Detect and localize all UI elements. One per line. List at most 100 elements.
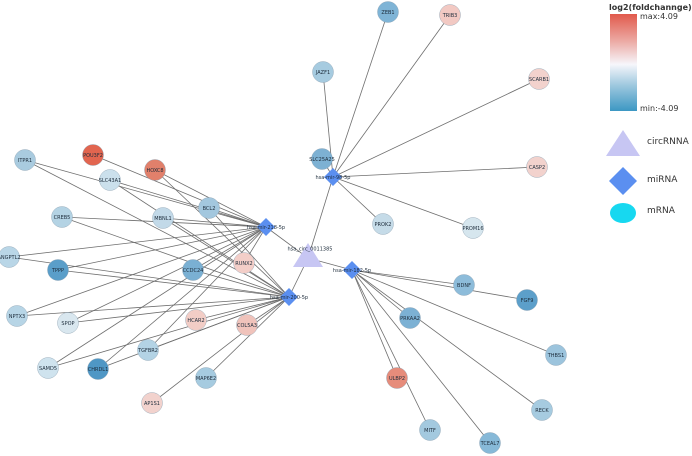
mrna-node[interactable]: ZEB1 bbox=[377, 1, 399, 23]
edge-mirna-mrna bbox=[351, 269, 411, 319]
mrna-node[interactable]: SAMD5 bbox=[37, 357, 59, 379]
mrna-node[interactable]: HCAR2 bbox=[185, 309, 207, 331]
edge-mirna-mrna bbox=[47, 226, 267, 369]
mrna-node[interactable]: HOXC8 bbox=[144, 159, 166, 181]
legend-title: log2(foldchannge) bbox=[609, 3, 692, 12]
mrna-node-circle bbox=[141, 392, 163, 414]
mrna-node-label: RUNX2 bbox=[235, 261, 252, 267]
mrna-node-label: SCARB1 bbox=[529, 77, 549, 83]
mrna-node[interactable]: CCDC24 bbox=[182, 259, 204, 281]
edge-mirna-mrna bbox=[8, 226, 267, 258]
mrna-node[interactable]: ULBP2 bbox=[386, 367, 408, 389]
mrna-node[interactable]: ANGPTL2 bbox=[0, 246, 21, 268]
mirna-node[interactable]: hsa-mir-218-5p bbox=[247, 218, 285, 236]
edge-mirna-mrna bbox=[351, 269, 465, 286]
mrna-node-circle bbox=[14, 149, 36, 171]
mrna-node[interactable]: TGFBR2 bbox=[137, 339, 159, 361]
mrna-node[interactable]: FGF9 bbox=[516, 289, 538, 311]
edge-mirna-mrna bbox=[61, 216, 290, 298]
mrna-node-circle bbox=[236, 314, 258, 336]
mrna-node[interactable]: SPOP bbox=[57, 312, 79, 334]
mrna-node[interactable]: POU3F2 bbox=[82, 144, 104, 166]
mrna-node[interactable]: CREB5 bbox=[51, 206, 73, 228]
mrna-node[interactable]: PROM16 bbox=[462, 217, 484, 239]
mrna-node[interactable]: RECK bbox=[531, 399, 553, 421]
edge-mirna-mrna bbox=[97, 226, 267, 370]
mrna-node[interactable]: RUNX2 bbox=[233, 252, 255, 274]
mrna-node[interactable]: BDNF bbox=[453, 274, 475, 296]
mirna-node[interactable]: hsa-mir-182-5p bbox=[333, 261, 371, 279]
mrna-node[interactable]: NPTX3 bbox=[6, 305, 28, 327]
edge-mirna-mrna bbox=[351, 269, 398, 379]
mrna-node-label: RECK bbox=[535, 408, 549, 414]
mrna-node-circle bbox=[531, 399, 553, 421]
edge-mirna-mrna bbox=[151, 296, 290, 404]
edge-mirna-mrna bbox=[192, 269, 290, 298]
circrna-triangle bbox=[293, 243, 323, 267]
mrna-node-circle bbox=[479, 432, 501, 454]
mrna-node[interactable]: CHRDL1 bbox=[87, 358, 109, 380]
circrna-node[interactable]: hsa_circ_0011385 bbox=[288, 243, 333, 267]
mrna-node[interactable]: TCEAL7 bbox=[479, 432, 501, 454]
mrna-node-label: HOXC8 bbox=[146, 168, 163, 174]
mrna-node-label: MITF bbox=[424, 428, 436, 434]
mrna-node[interactable]: MAP6E2 bbox=[195, 367, 217, 389]
edge-mirna-mrna bbox=[16, 226, 267, 317]
mrna-node[interactable]: MBNL1 bbox=[152, 207, 174, 229]
mrna-node-label: FGF9 bbox=[521, 298, 534, 304]
mrna-node-label: BDNF bbox=[457, 283, 471, 289]
mrna-node-circle bbox=[462, 217, 484, 239]
mrna-node[interactable]: MITF bbox=[419, 419, 441, 441]
mrna-node-circle bbox=[99, 169, 121, 191]
legend-diamond-icon bbox=[609, 167, 637, 195]
mrna-node-circle bbox=[152, 207, 174, 229]
mrna-node[interactable]: BCL2 bbox=[198, 197, 220, 219]
edge-mirna-mrna bbox=[192, 226, 267, 271]
mrna-node-circle bbox=[182, 259, 204, 281]
edge-circrna-mirna-2 bbox=[265, 226, 309, 259]
mrna-node-circle bbox=[372, 213, 394, 235]
mrna-node-label: PROK2 bbox=[375, 222, 392, 228]
legend-min-label: min:-4.09 bbox=[640, 104, 679, 113]
mirna-node[interactable]: hsa-mir-98-5p bbox=[316, 168, 351, 186]
mrna-node-circle bbox=[137, 339, 159, 361]
mrna-node-label: MAP6E2 bbox=[196, 376, 216, 382]
mrna-node[interactable]: CASP2 bbox=[526, 156, 548, 178]
mrna-node-circle bbox=[419, 419, 441, 441]
node-layer: ZEB1 TRIB3JAZF1SCARB1SLC25A25CASP2PROK2PR… bbox=[0, 1, 567, 454]
edge-mirna-mrna bbox=[147, 296, 290, 351]
edge-mirna-mrna bbox=[332, 166, 538, 178]
mirna-node[interactable]: hsa-mir-200-5p bbox=[270, 288, 308, 306]
mrna-node[interactable]: THBS1 bbox=[545, 344, 567, 366]
mrna-node-circle bbox=[0, 246, 20, 268]
edge-mirna-mrna bbox=[332, 176, 384, 225]
mrna-node[interactable]: SLC43A1 bbox=[99, 169, 121, 191]
mrna-node[interactable]: JAZF1 bbox=[312, 61, 334, 83]
mirna-diamond bbox=[343, 261, 361, 279]
mrna-node-label: PROM16 bbox=[462, 226, 483, 232]
mrna-node[interactable]: SLC25A25 bbox=[309, 148, 335, 170]
legend-circrna-label: circRNNA bbox=[647, 137, 689, 147]
mrna-node[interactable]: PROK2 bbox=[372, 213, 394, 235]
mirna-label: hsa-mir-218-5p bbox=[247, 225, 285, 231]
mrna-node[interactable]: TPPP bbox=[47, 259, 69, 281]
mrna-node-circle bbox=[312, 61, 334, 83]
mrna-node[interactable]: TRIB3 bbox=[439, 4, 461, 26]
mrna-node[interactable]: PRKAA2 bbox=[399, 307, 421, 329]
mrna-node-circle bbox=[82, 144, 104, 166]
mirna-label: hsa-mir-182-5p bbox=[333, 268, 371, 274]
mrna-node[interactable]: COL5A3 bbox=[236, 314, 258, 336]
edge-mirna-mrna bbox=[24, 159, 267, 228]
mrna-node-label: CASP2 bbox=[529, 165, 545, 171]
mrna-node-circle bbox=[47, 259, 69, 281]
mrna-node[interactable]: AP1S1 bbox=[141, 392, 163, 414]
mrna-node-label: ZEB1 bbox=[381, 10, 394, 16]
mrna-node-circle bbox=[6, 305, 28, 327]
edge-mirna-mrna bbox=[332, 78, 540, 178]
edge-mirna-mrna bbox=[162, 217, 290, 298]
mrna-node[interactable]: SCARB1 bbox=[528, 68, 550, 90]
mirna-label: hsa-mir-98-5p bbox=[316, 175, 351, 181]
mrna-node[interactable]: ITPR1 bbox=[14, 149, 36, 171]
mrna-node-circle bbox=[57, 312, 79, 334]
